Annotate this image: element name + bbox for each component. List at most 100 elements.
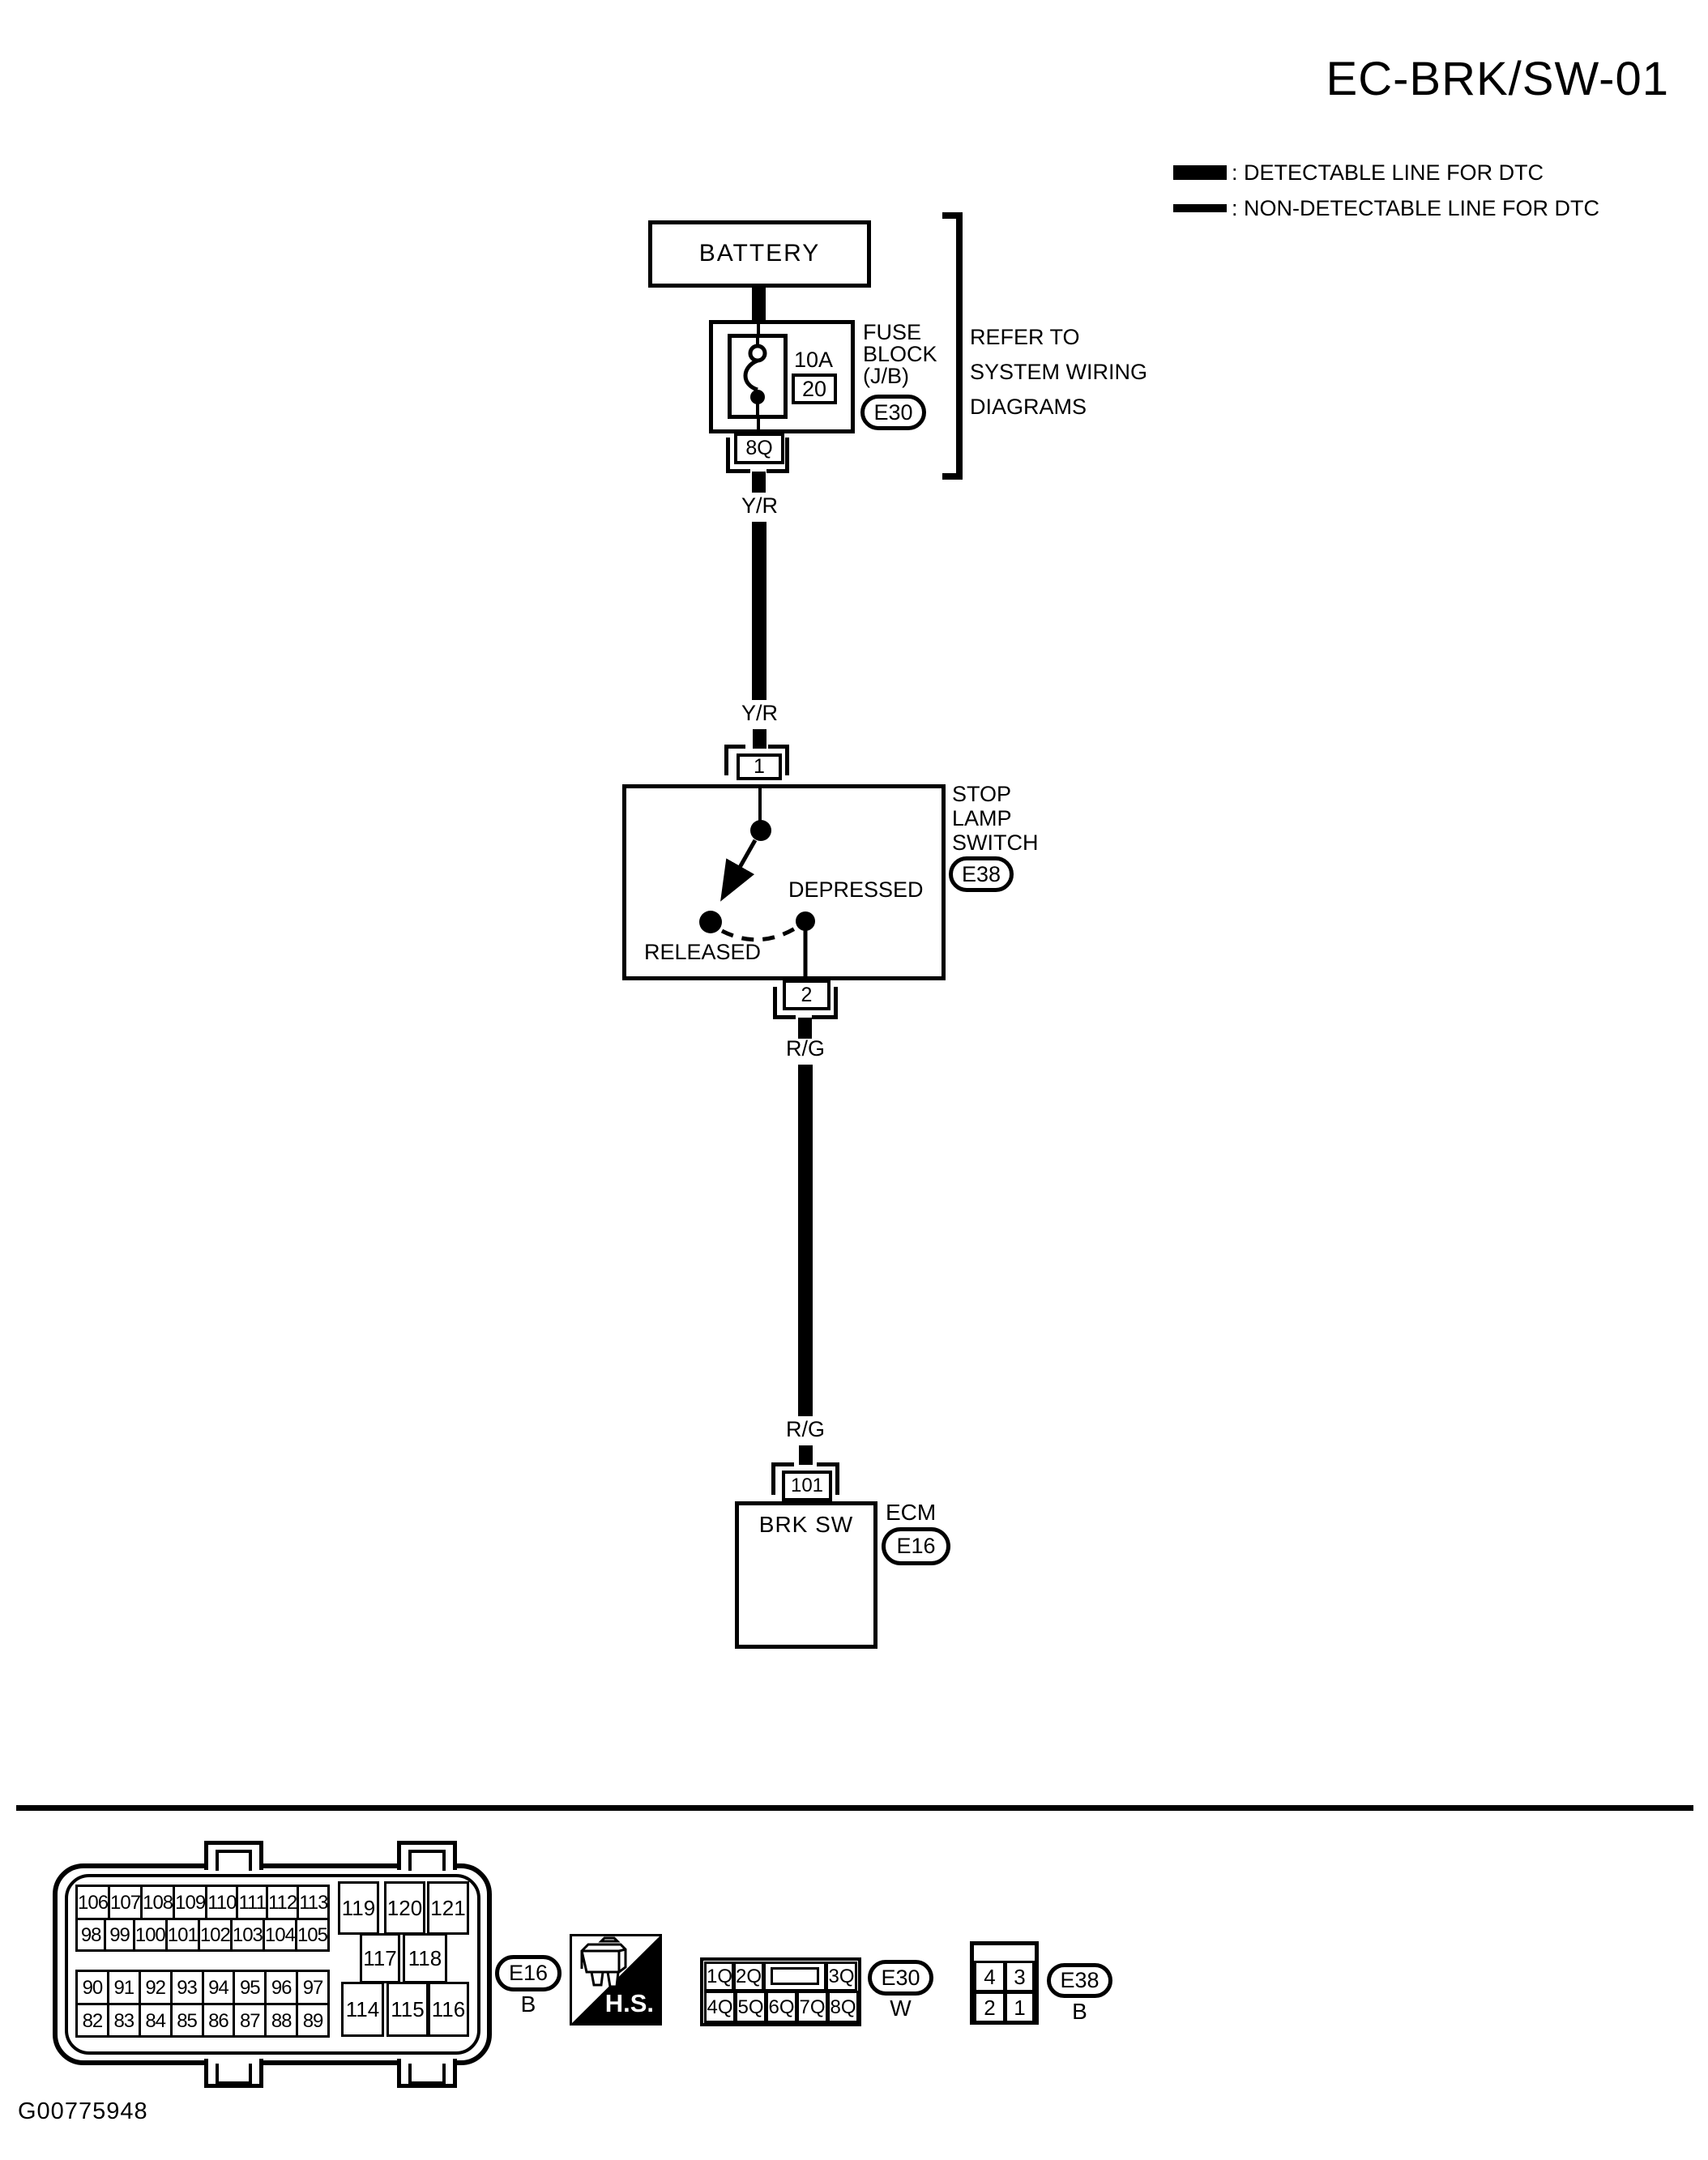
fuse-lead-top <box>757 322 760 337</box>
pin-87: 87 <box>233 2003 267 2038</box>
switch-name-line1: STOP <box>952 782 1012 806</box>
refer-note-bracket <box>942 212 963 480</box>
pin-85: 85 <box>169 2003 204 2038</box>
legend-non-detectable-label: : NON-DETECTABLE LINE FOR DTC <box>1232 196 1600 220</box>
pin-106: 106 <box>75 1885 111 1920</box>
pin-104: 104 <box>262 1918 297 1952</box>
pin-89: 89 <box>296 2003 330 2038</box>
pin-4q: 4Q <box>704 1991 736 2023</box>
e16-top-tab-2-notch <box>408 1850 446 1871</box>
connector-101-pin: 101 <box>790 1475 824 1496</box>
e30-harness-color: W <box>890 1996 912 2021</box>
pin-115: 115 <box>386 1982 429 2037</box>
stop-lamp-switch-symbol <box>699 786 815 980</box>
switch-state-depressed: DEPRESSED <box>788 877 924 902</box>
pin-94: 94 <box>201 1970 236 2005</box>
e30-view-oval: E30 <box>868 1960 933 1996</box>
pin-1q: 1Q <box>704 1962 734 1991</box>
e38-view-id: E38 <box>1060 1968 1100 1992</box>
refer-note-line1: REFER TO <box>970 325 1080 349</box>
pin-101: 101 <box>164 1918 200 1952</box>
e16-view-oval: E16 <box>495 1955 562 1991</box>
pin-103: 103 <box>229 1918 265 1952</box>
pin-102: 102 <box>197 1918 233 1952</box>
hs-icon: H.S. <box>570 1934 662 2026</box>
pin-105: 105 <box>294 1918 330 1952</box>
pin-108: 108 <box>140 1885 176 1920</box>
stub-above-conn101 <box>799 1445 813 1465</box>
pin-95: 95 <box>233 1970 267 2005</box>
fuse-block-name-line2: BLOCK <box>863 342 937 366</box>
e16-harness-color: B <box>520 1991 536 2017</box>
hs-connector-glyph <box>580 1936 627 1988</box>
pin-97: 97 <box>296 1970 330 2005</box>
switch-state-released: RELEASED <box>644 940 762 964</box>
ecm-name-label: ECM <box>886 1500 937 1525</box>
e16-pin-row: 82 83 84 85 86 87 88 89 <box>75 2003 330 2038</box>
ecm-connector-id: E16 <box>896 1534 936 1558</box>
stop-lamp-switch-box <box>622 784 946 980</box>
pin-93: 93 <box>169 1970 204 2005</box>
switch-name-line3: SWITCH <box>952 830 1039 855</box>
pin-111: 111 <box>236 1885 268 1920</box>
pin-6q: 6Q <box>766 1991 797 2023</box>
e16-pin-row: 98 99 100 101 102 103 104 105 <box>75 1918 330 1952</box>
battery-box: BATTERY <box>648 220 871 288</box>
hs-label: H.S. <box>604 1989 654 2017</box>
connector-8q-bracket-right <box>766 438 789 473</box>
refer-note-line3: DIAGRAMS <box>970 395 1087 419</box>
pin-86: 86 <box>201 2003 236 2038</box>
hs-icon-graphic <box>572 1936 660 2023</box>
connector-2-bracket-left <box>773 987 796 1019</box>
e16-bottom-tab-1-notch <box>216 2064 252 2085</box>
stub-below-conn2 <box>798 1018 812 1039</box>
pin-119: 119 <box>338 1881 379 1935</box>
connector-8q-pin: 8Q <box>745 437 773 459</box>
wire-battery-to-fuse <box>752 285 766 322</box>
pin-112: 112 <box>265 1885 300 1920</box>
e16-bottom-tab-2-notch <box>408 2064 446 2085</box>
wire-rg-main <box>798 1065 813 1416</box>
connector-101-bracket-left <box>771 1462 794 1495</box>
connector-1-bracket-right <box>768 745 789 775</box>
e16-pin-grid-upper: 106 107 108 109 110 111 112 113 98 99 10… <box>75 1885 331 1952</box>
ecm-connector-oval: E16 <box>882 1527 950 1565</box>
pin-3q: 3Q <box>826 1962 857 1991</box>
fuse-block-name-line1: FUSE <box>863 320 922 344</box>
wire-yr-main <box>752 522 766 700</box>
pin-96: 96 <box>264 1970 299 2005</box>
pin-83: 83 <box>106 2003 141 2038</box>
pin-100: 100 <box>132 1918 168 1952</box>
connector-101-bracket-right <box>817 1462 839 1495</box>
pin-117: 117 <box>360 1933 400 1983</box>
fuse-rating-label: 10A <box>794 348 834 372</box>
wire-color-rg-upper: R/G <box>785 1036 825 1061</box>
connector-8q-box: 8Q <box>734 433 784 464</box>
wire-color-yr-lower: Y/R <box>741 701 778 725</box>
e30-blank-slot-inner <box>771 1967 819 1985</box>
pin-7q: 7Q <box>796 1991 828 2023</box>
e16-pin-row: 90 91 92 93 94 95 96 97 <box>75 1970 330 2005</box>
pin-3: 3 <box>1005 1961 1035 1992</box>
switch-connector-id: E38 <box>961 862 1001 886</box>
pin-107: 107 <box>108 1885 143 1920</box>
pin-8q-view: 8Q <box>827 1991 859 2023</box>
pin-113: 113 <box>297 1885 331 1920</box>
fuse-block-connector-id: E30 <box>873 400 913 425</box>
figure-id: G00775948 <box>18 2098 148 2124</box>
fuse-symbol-box <box>728 334 788 419</box>
ecm-box: BRK SW <box>735 1501 877 1649</box>
legend-detectable-line-sample <box>1173 165 1227 180</box>
pin-120: 120 <box>384 1881 425 1935</box>
e38-view-oval: E38 <box>1047 1963 1112 1998</box>
legend-detectable-label: : DETECTABLE LINE FOR DTC <box>1232 160 1544 185</box>
e30-view-id: E30 <box>881 1966 920 1990</box>
fuse-block-connector-oval: E30 <box>860 395 926 430</box>
e16-top-tab-1-notch <box>216 1850 252 1871</box>
pin-118: 118 <box>403 1933 447 1983</box>
pin-84: 84 <box>138 2003 173 2038</box>
fuse-block-name-line3: (J/B) <box>863 364 909 388</box>
switch-connector-oval: E38 <box>949 856 1014 892</box>
pin-109: 109 <box>173 1885 208 1920</box>
pin-82: 82 <box>75 2003 109 2038</box>
